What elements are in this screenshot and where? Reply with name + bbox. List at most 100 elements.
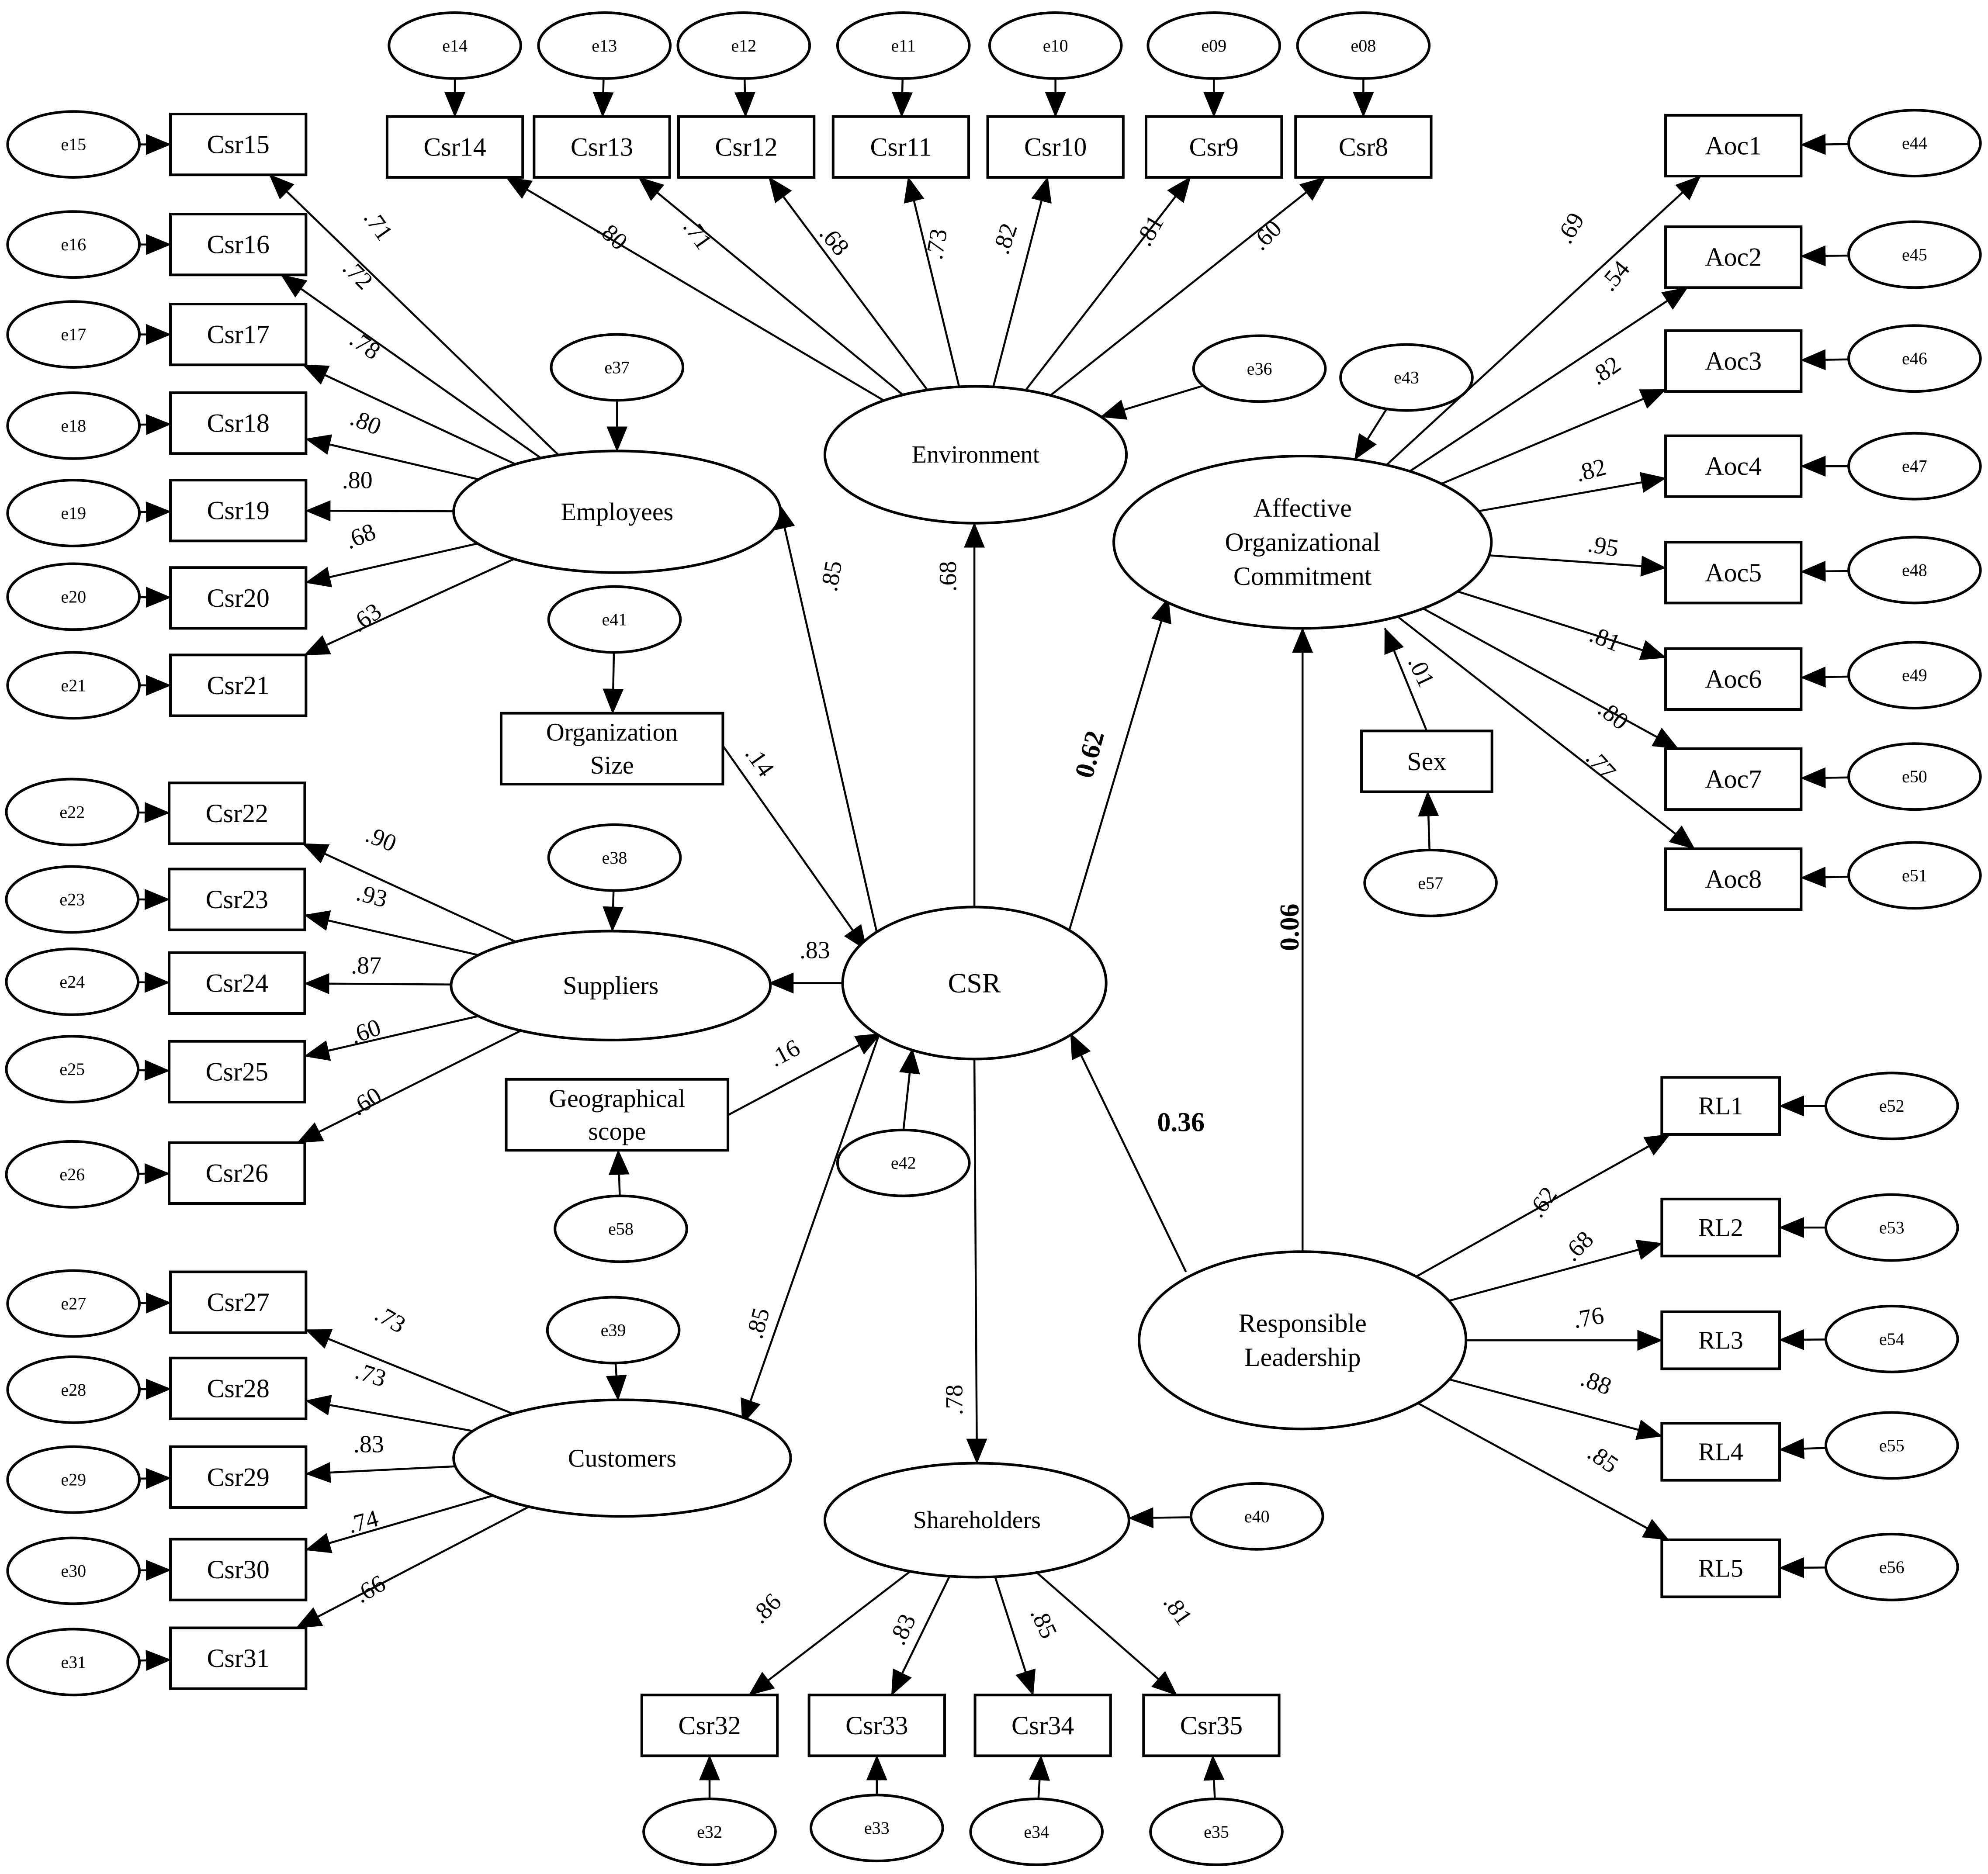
label-csr19: Csr19	[207, 496, 270, 525]
path-sex-to-aoc	[1384, 627, 1428, 732]
latent-variable-environment: Environment	[823, 385, 1128, 525]
label-e11: e11	[891, 36, 916, 55]
error-term-e11: e11	[836, 11, 971, 80]
observed-variable-aoc3: Aoc3	[1664, 329, 1803, 393]
path-customers-to-csr30	[305, 1494, 494, 1553]
label-e15: e15	[61, 135, 86, 154]
label-e37: e37	[604, 358, 630, 377]
coef-aoc-to-aoc2: .54	[1595, 256, 1635, 296]
ellipse-e19	[6, 479, 141, 547]
box-csr13	[533, 115, 671, 179]
label-e55: e55	[1879, 1435, 1905, 1455]
ellipse-e13	[537, 11, 672, 80]
label-orgsize-line-2: Size	[590, 751, 634, 779]
box-aoc3	[1664, 329, 1803, 393]
path-aoc-to-aoc1	[1385, 175, 1701, 466]
observed-variable-csr30: Csr30	[169, 1538, 308, 1601]
ellipse-e53	[1824, 1193, 1959, 1262]
coef-csr-to-customers: .85	[741, 1305, 775, 1342]
label-e54: e54	[1879, 1329, 1905, 1349]
coef-employees-to-csr20: .68	[341, 518, 380, 555]
path-rl-to-rl5	[1417, 1402, 1669, 1541]
observed-variable-csr25: Csr25	[168, 1040, 306, 1104]
label-e47: e47	[1902, 456, 1927, 476]
observed-variable-csr20: Csr20	[169, 566, 308, 630]
observed-variable-aoc2: Aoc2	[1664, 225, 1803, 289]
coef-shareholders-to-csr34: .85	[1025, 1604, 1063, 1643]
error-term-e57: e57	[1363, 848, 1498, 917]
label-e08: e08	[1351, 36, 1376, 55]
error-term-e25: e25	[5, 1035, 140, 1104]
error-term-e49: e49	[1847, 641, 1982, 710]
ellipse-e22	[5, 778, 140, 847]
ellipse-e46	[1847, 324, 1982, 393]
coef-csr-to-aoc: 0.62	[1069, 728, 1110, 781]
ellipse-e08	[1296, 11, 1431, 80]
observed-variable-rl4: RL4	[1660, 1422, 1781, 1482]
error-term-e18: e18	[6, 391, 141, 460]
label-aoc7: Aoc7	[1705, 765, 1762, 794]
label-e19: e19	[61, 503, 86, 523]
variables-layer: CSREnvironmentEmployeesSuppliersCustomer…	[5, 11, 1982, 1866]
path-shareholders-to-csr33	[890, 1576, 951, 1696]
box-csr17	[169, 303, 308, 367]
observed-variable-aoc5: Aoc5	[1664, 541, 1803, 605]
coef-orgsize-to-csr: .14	[740, 741, 779, 781]
observed-variable-csr22: Csr22	[168, 781, 306, 845]
path-e36-to-environment	[1100, 384, 1204, 420]
box-csr23	[168, 868, 306, 931]
path-aoc-to-aoc2	[1409, 287, 1688, 472]
path-shareholders-to-csr35	[1036, 1572, 1178, 1696]
label-csr24: Csr24	[206, 968, 268, 997]
coef-suppliers-to-csr23: .93	[353, 879, 390, 913]
label-rl-line-2: Leadership	[1244, 1343, 1361, 1372]
label-e17: e17	[61, 325, 86, 344]
ellipse-e48	[1847, 536, 1982, 605]
box-aoc5	[1664, 541, 1803, 605]
box-csr22	[168, 781, 306, 845]
label-rl4: RL4	[1698, 1438, 1743, 1466]
observed-variable-rl1: RL1	[1660, 1076, 1781, 1136]
observed-variable-csr29: Csr29	[169, 1445, 308, 1509]
label-e21: e21	[61, 675, 86, 695]
path-e34-to-csr34	[1029, 1755, 1050, 1799]
label-e09: e09	[1201, 36, 1226, 55]
label-e31: e31	[61, 1652, 86, 1672]
label-e38: e38	[602, 848, 627, 868]
box-csr30	[169, 1538, 308, 1601]
coef-employees-to-csr15: .71	[358, 205, 398, 246]
box-csr33	[807, 1694, 946, 1757]
box-csr28	[169, 1356, 308, 1421]
path-customers-to-csr27	[305, 1329, 513, 1415]
error-term-e15: e15	[6, 110, 141, 179]
path-employees-to-csr20	[305, 542, 478, 588]
observed-variable-csr19: Csr19	[169, 479, 308, 543]
latent-variable-shareholders: Shareholders	[823, 1462, 1130, 1579]
ellipse-e09	[1146, 11, 1281, 80]
ellipse-suppliers	[450, 930, 772, 1041]
path-e39-to-customers	[606, 1363, 627, 1401]
label-csr12: Csr12	[715, 132, 777, 161]
observed-variable-rl3: RL3	[1660, 1310, 1781, 1370]
ellipse-e55	[1824, 1411, 1959, 1480]
ellipse-e47	[1847, 432, 1982, 501]
label-e18: e18	[61, 416, 86, 436]
label-e33: e33	[864, 1818, 890, 1838]
coef-employees-to-csr19: .80	[342, 467, 373, 494]
error-term-e16: e16	[6, 210, 141, 279]
path-aoc-to-aoc5	[1489, 554, 1667, 577]
label-e25: e25	[59, 1059, 85, 1079]
box-csr24	[168, 951, 306, 1015]
coef-csr-to-suppliers: .83	[800, 937, 830, 964]
path-suppliers-to-csr22	[302, 843, 516, 943]
label-e44: e44	[1902, 133, 1927, 153]
label-e26: e26	[59, 1165, 85, 1184]
error-term-e43: e43	[1339, 343, 1474, 412]
label-aoc-line-1: Affective	[1253, 494, 1351, 522]
observed-variable-csr10: Csr10	[986, 115, 1125, 179]
coef-rl-to-csr: 0.36	[1157, 1107, 1205, 1137]
path-suppliers-to-csr26	[297, 1030, 522, 1144]
coef-aoc-to-aoc1: .69	[1551, 208, 1590, 249]
